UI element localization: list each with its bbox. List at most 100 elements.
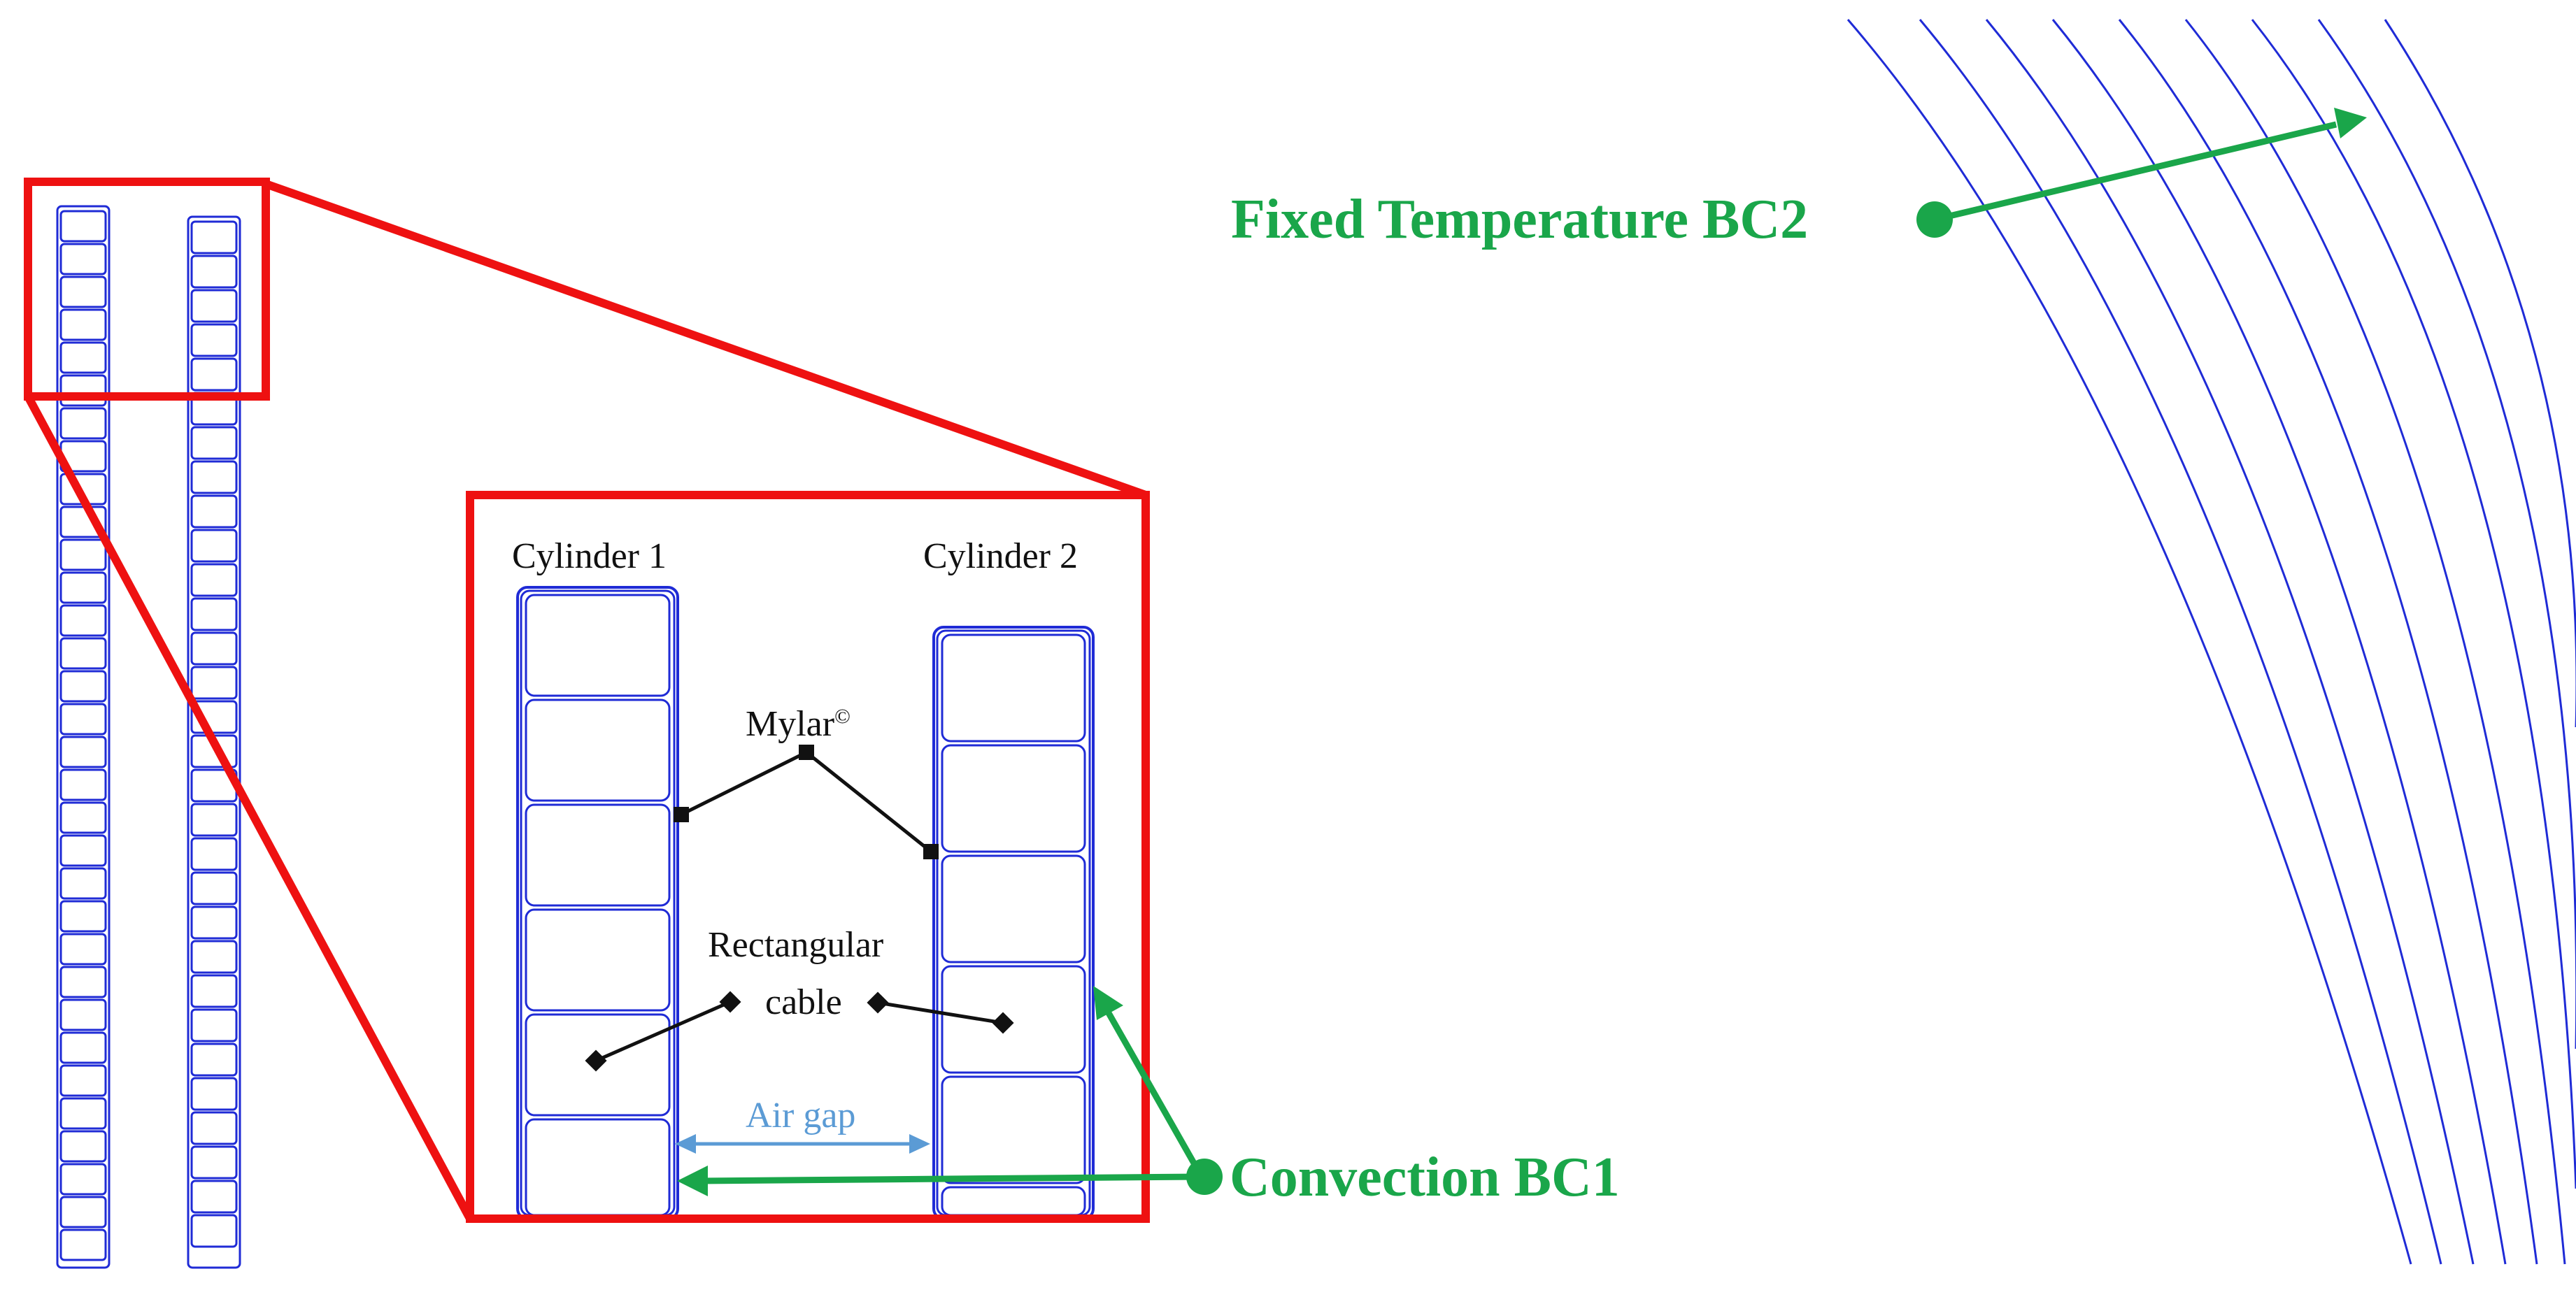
overview-cylinder-2-cell: [190, 460, 238, 494]
overview-cylinder-2-cell: [190, 563, 238, 597]
overview-cylinder-1-cell: [59, 308, 107, 341]
inset-cylinder-2-cell: [941, 633, 1086, 743]
overview-cylinder-1-outline: [56, 205, 111, 1269]
overview-cylinder-2-cell: [190, 529, 238, 563]
overview-cylinder-1-cell: [59, 670, 107, 703]
overview-cylinder-1-cell: [59, 604, 107, 637]
zoom-connector-top: [264, 180, 1148, 499]
overview-cylinder-1-cell: [59, 1196, 107, 1228]
cable-pointer-right-a: [867, 991, 889, 1014]
inset-cylinder-2-outline: [932, 626, 1095, 1220]
inset-cylinder-2-cell: [941, 1075, 1086, 1184]
inset-cylinder-1-outline-inner: [520, 589, 676, 1217]
overview-cylinder-2-cell: [190, 494, 238, 529]
outer-arc: [2118, 19, 2538, 1265]
outer-arc: [1985, 19, 2475, 1265]
cable-pointer-right-b: [992, 1012, 1014, 1034]
overview-cylinder-2-cell: [190, 426, 238, 460]
overview-cylinder-2-cell: [190, 1111, 238, 1145]
overview-cylinder-1-cell: [59, 801, 107, 834]
overview-cylinder-2-cell: [190, 940, 238, 974]
overview-cylinder-2-cell: [190, 255, 238, 289]
overview-cylinder-2-cell: [190, 597, 238, 631]
overview-cylinder-2-outline: [187, 215, 241, 1269]
air-gap-arrowhead-left: [675, 1134, 696, 1154]
cylinder-2-label: Cylinder 2: [923, 536, 1078, 576]
outer-arc-mesh: [1846, 19, 2576, 1265]
convection-dot: [1186, 1159, 1223, 1195]
overview-cylinder-2-cell: [190, 357, 238, 392]
overview-cylinder-1-cell: [59, 768, 107, 801]
overview-cylinder-1-cell: [59, 1097, 107, 1130]
mylar-label: Mylar©: [746, 704, 851, 744]
zoom-inset-frame: [466, 491, 1150, 1223]
inset-cylinder-1-cell: [525, 698, 671, 802]
zoom-inset: Cylinder 1 Cylinder 2 Mylar© Rectangular…: [512, 536, 1095, 1220]
fixed-temperature-arrowhead: [2334, 108, 2367, 138]
inset-cylinder-1-outline: [516, 586, 679, 1220]
overview-cylinder-1-cell: [59, 571, 107, 604]
inset-cylinder-1: [516, 586, 679, 1220]
overview-cylinder-1-cell: [59, 1163, 107, 1196]
outer-arc: [2384, 19, 2576, 727]
overview-cylinder-2-cell: [190, 631, 238, 666]
overview-cylinder-1-cell: [59, 966, 107, 998]
outer-arc: [1919, 19, 2442, 1265]
mylar-pointer-end-right: [923, 844, 939, 859]
overview-cylinder-2-cell: [190, 905, 238, 940]
overview-cylinder-2-cell: [190, 1180, 238, 1214]
overview-cylinder-1-cell: [59, 407, 107, 440]
overview-cylinder-1-cell: [59, 703, 107, 736]
outer-arc: [1846, 19, 2412, 1265]
overview-cylinder-1-cell: [59, 374, 107, 407]
overview-cylinder-1-cell: [59, 538, 107, 571]
overview-cylinder-2-cell: [190, 1077, 238, 1111]
overview-cylinder-2-cell: [190, 289, 238, 323]
inset-cylinder-2-cell: [941, 965, 1086, 1074]
overview-cylinder-1-cell: [59, 834, 107, 867]
outer-arc: [2251, 19, 2576, 1189]
overview-cylinder-2-cell: [190, 1042, 238, 1077]
convection-arrow-up: [1102, 1005, 1204, 1179]
mylar-pointer: [680, 750, 932, 853]
overview-cylinder-2-cell: [190, 1008, 238, 1042]
overview-cylinder-2-cell: [190, 837, 238, 871]
mylar-text: Mylar: [746, 704, 834, 744]
convection-arrow-left: [699, 1173, 1202, 1184]
inset-cylinder-1-cell: [525, 1118, 671, 1217]
inset-cylinder-2-outline-inner: [936, 629, 1091, 1217]
cable-label: cable: [765, 982, 842, 1022]
fixed-temperature-callout: Fixed Temperature BC2: [1231, 108, 2367, 250]
cable-pointer-left: [595, 1000, 732, 1063]
cylinder-1-label: Cylinder 1: [512, 536, 667, 576]
overview-cylinder-2-column: [187, 215, 241, 1269]
mylar-mark: ©: [834, 705, 851, 728]
overview-cylinder-1-cell: [59, 341, 107, 374]
fixed-temperature-arrow: [1933, 121, 2337, 223]
convection-label: Convection BC1: [1230, 1147, 1620, 1208]
cable-pointer-left-b: [719, 991, 741, 1013]
overview-cylinder-2-cell: [190, 323, 238, 357]
convection-arrowhead-left: [677, 1166, 708, 1196]
overview-cylinder-1-cell: [59, 637, 107, 670]
overview-cylinder-1-cell: [59, 1064, 107, 1097]
overview-cylinder-2-cell: [190, 871, 238, 905]
air-gap-arrowhead-right: [909, 1134, 930, 1154]
overview-cylinder-1-cell: [59, 900, 107, 933]
overview-cylinder-1-column: [56, 205, 111, 1269]
overview-cylinder-2-cell: [190, 1145, 238, 1180]
air-gap-label: Air gap: [746, 1096, 855, 1135]
inset-cylinder-2-cell: [941, 1186, 1086, 1217]
overview-cylinder-2-cell: [190, 666, 238, 700]
outer-arc: [2184, 19, 2566, 1265]
cable-pointer-left-a: [585, 1049, 607, 1072]
overview-cylinder-2-cell: [190, 1214, 238, 1248]
zoom-source-box: [24, 178, 270, 401]
overview-cylinder-1-cell: [59, 1031, 107, 1064]
mylar-pointer-vertex: [799, 745, 814, 760]
outer-arc: [2317, 19, 2576, 1049]
overview-cylinder-2-cell: [190, 803, 238, 837]
overview-cylinder-2-cell: [190, 974, 238, 1008]
overview-cylinder-1-cell: [59, 243, 107, 275]
